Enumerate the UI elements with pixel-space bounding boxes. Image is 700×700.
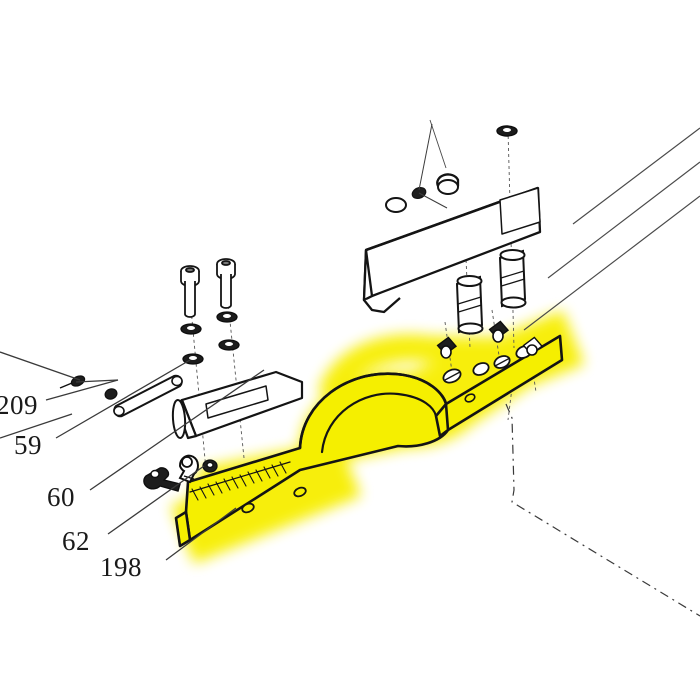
dashed-construction-lines bbox=[505, 403, 700, 617]
leader-60 bbox=[89, 369, 265, 491]
highlighted-beam-rail bbox=[174, 334, 564, 548]
callout-label-198: 198 bbox=[100, 552, 142, 582]
construction-lines bbox=[429, 119, 700, 331]
leader-62 bbox=[107, 465, 205, 535]
callout-leader-lines bbox=[0, 351, 265, 561]
small-fastener-cluster-left bbox=[59, 375, 118, 400]
leader-209-ext bbox=[0, 351, 81, 381]
washer-a bbox=[180, 323, 202, 335]
leader-209-b bbox=[75, 379, 119, 383]
rail-fastener-cluster bbox=[436, 320, 544, 359]
hex-bolt-right bbox=[216, 258, 236, 309]
lower-mounting-bracket bbox=[171, 370, 304, 440]
cylindrical-spacer-right bbox=[498, 249, 527, 309]
leader-edge-1 bbox=[0, 413, 73, 439]
callout-label-59: 59 bbox=[14, 430, 42, 460]
leader-198 bbox=[165, 507, 237, 561]
leader-209 bbox=[45, 379, 119, 401]
washer-c bbox=[216, 311, 238, 323]
cylindrical-spacer-left bbox=[455, 275, 484, 335]
upper-mounting-bracket bbox=[362, 173, 542, 314]
guide-line-2 bbox=[547, 161, 700, 279]
callout-label-60: 60 bbox=[47, 482, 75, 512]
rod-pin bbox=[113, 374, 183, 418]
bracket-lug-leaders bbox=[418, 123, 448, 209]
rail-serration bbox=[189, 461, 291, 501]
guide-line-4 bbox=[429, 119, 447, 169]
leader-59 bbox=[55, 359, 191, 439]
retaining-clip-a bbox=[143, 467, 181, 492]
nut-cluster-on-rail bbox=[442, 345, 533, 384]
retaining-clip-c bbox=[202, 459, 218, 473]
callout-label-62: 62 bbox=[62, 526, 90, 556]
washer-stack bbox=[180, 311, 240, 365]
retaining-clip-b bbox=[178, 454, 199, 484]
guide-line-1 bbox=[523, 195, 700, 331]
washer-top bbox=[496, 125, 518, 137]
hex-bolt-left bbox=[180, 265, 200, 318]
washer-d bbox=[218, 339, 240, 351]
guide-line-3 bbox=[572, 127, 700, 225]
callout-label-209: 209 bbox=[0, 390, 38, 420]
